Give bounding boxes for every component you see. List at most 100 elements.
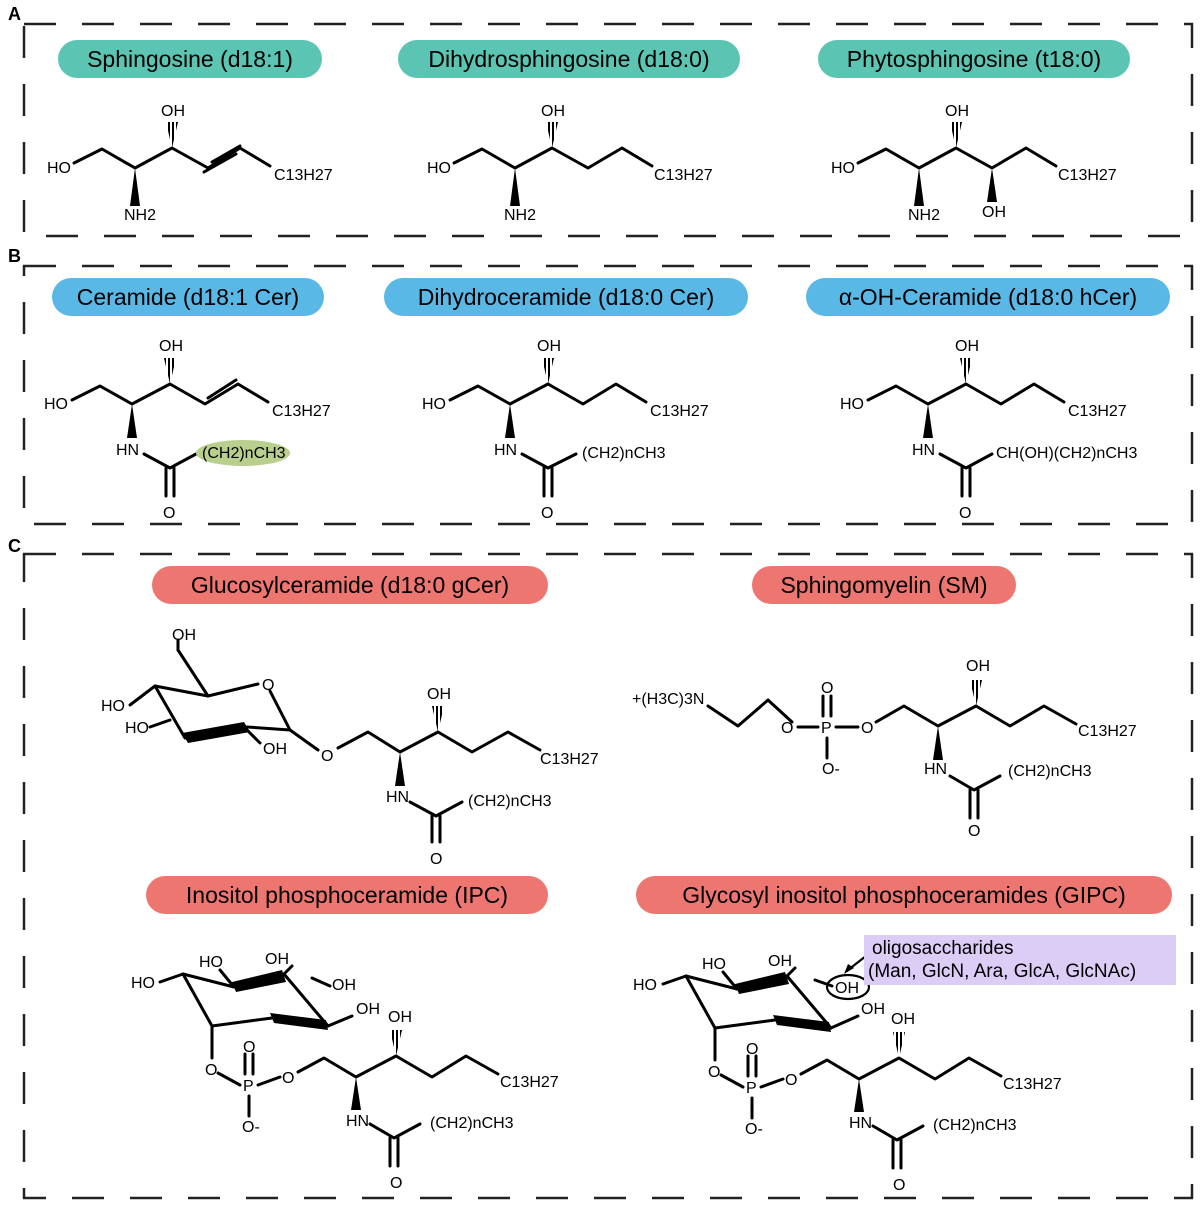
- ho2-label: HO: [199, 954, 223, 971]
- po-label: O: [821, 680, 833, 697]
- pom-label: O-: [822, 761, 840, 778]
- ho1-label: HO: [131, 975, 155, 992]
- oh-label: OH: [966, 658, 990, 675]
- oh-label: OH: [161, 103, 185, 120]
- panel-b-frame: [22, 264, 1194, 526]
- ho-label: HO: [44, 396, 68, 413]
- oh-label: OH: [388, 1009, 412, 1026]
- phosphorus-label: P: [243, 1078, 254, 1095]
- oh-label: OH: [891, 1011, 915, 1028]
- oh-ring-label: OH: [263, 741, 287, 758]
- hn-label: HN: [386, 789, 409, 806]
- chain-label: C13H27: [654, 167, 713, 184]
- o2-label: O: [282, 1070, 294, 1087]
- carbonyl-o-label: O: [541, 505, 553, 522]
- ceramide-structure: Ceramide (d18:1 Cer) HO OH HN O C13H27 (…: [44, 278, 331, 522]
- alpha-oh-ceramide-title: α-OH-Ceramide (d18:0 hCer): [839, 284, 1137, 310]
- gipc-title: Glycosyl inositol phosphoceramides (GIPC…: [682, 882, 1126, 908]
- choline-label: +(H3C)3N: [632, 691, 704, 708]
- dihydroceramide-structure: Dihydroceramide (d18:0 Cer) HO OH HN O C…: [384, 278, 748, 522]
- circled-oh-marker: [825, 973, 871, 1001]
- ipc-structure: Inositol phosphoceramide (IPC) HO HO OH …: [131, 876, 559, 1192]
- chain-label: C13H27: [540, 751, 599, 768]
- ipc-title: Inositol phosphoceramide (IPC): [186, 882, 508, 908]
- sphingosine-structure: Sphingosine (d18:1) HO OH NH2 C13H27: [47, 40, 333, 224]
- oh3-label: OH: [356, 1001, 380, 1018]
- o2-label: O: [785, 1072, 797, 1089]
- hn-label: HN: [494, 442, 517, 459]
- nh2-label: NH2: [124, 207, 156, 224]
- carbonyl-o-label: O: [163, 505, 175, 522]
- panel-label-c: C: [8, 536, 21, 556]
- chain-label: C13H27: [272, 403, 331, 420]
- panel-c-frame: [22, 552, 1194, 1200]
- ho1-label: HO: [633, 977, 657, 994]
- carbonyl-o-label: O: [390, 1175, 402, 1192]
- chain-label: C13H27: [1078, 723, 1137, 740]
- glucosylceramide-title: Glucosylceramide (d18:0 gCer): [191, 572, 509, 598]
- chain-label: C13H27: [500, 1074, 559, 1091]
- phytosphingosine-pill: [818, 40, 1130, 78]
- carbonyl-o-label: O: [430, 851, 442, 868]
- chain-label: C13H27: [1068, 403, 1127, 420]
- phytosphingosine-title: Phytosphingosine (t18:0): [847, 46, 1101, 72]
- acyl-label: CH(OH)(CH2)nCH3: [996, 445, 1137, 462]
- po-label: O: [746, 1041, 758, 1058]
- acyl-label: (CH2)nCH3: [468, 793, 552, 810]
- phosphorus-label: P: [746, 1080, 757, 1097]
- gipc-pill: [636, 876, 1172, 914]
- acyl-label: (CH2)nCH3: [582, 445, 666, 462]
- ho-label: HO: [47, 160, 71, 177]
- ho2-label: HO: [125, 720, 149, 737]
- carbonyl-o-label: O: [959, 505, 971, 522]
- oligosaccharide-note-line1: oligosaccharides: [872, 938, 1014, 959]
- glucosylceramide-structure: Glucosylceramide (d18:0 gCer) OH HO HO O…: [101, 566, 599, 868]
- ceramide-title: Ceramide (d18:1 Cer): [77, 284, 299, 310]
- oligosaccharide-note-box: [864, 935, 1176, 985]
- oh-label: OH: [427, 686, 451, 703]
- ipc-pill: [146, 876, 548, 914]
- o1-label: O: [708, 1064, 720, 1081]
- dihydroceramide-title: Dihydroceramide (d18:0 Cer): [418, 284, 715, 310]
- chain-label: C13H27: [650, 403, 709, 420]
- sphingomyelin-title: Sphingomyelin (SM): [780, 572, 987, 598]
- ho-label: HO: [422, 396, 446, 413]
- o2-label: O: [861, 720, 873, 737]
- ho-label: HO: [840, 396, 864, 413]
- o1-label: O: [205, 1062, 217, 1079]
- acyl-label: (CH2)nCH3: [1008, 763, 1092, 780]
- panel-a-frame: [22, 22, 1194, 238]
- oh1-label: OH: [265, 951, 289, 968]
- acyl-chain-highlight: [196, 440, 290, 466]
- oh2-label: OH: [332, 977, 356, 994]
- ho-label: HO: [427, 160, 451, 177]
- dihydrosphingosine-pill: [398, 40, 740, 78]
- acyl-label: (CH2)nCH3: [933, 1117, 1017, 1134]
- hn-label: HN: [116, 442, 139, 459]
- oh-label: OH: [955, 338, 979, 355]
- phosphorus-label: P: [821, 720, 832, 737]
- panel-label-b: B: [8, 246, 21, 266]
- alpha-oh-ceramide-structure: α-OH-Ceramide (d18:0 hCer) HO OH HN O C1…: [806, 278, 1170, 522]
- dihydrosphingosine-structure: Dihydrosphingosine (d18:0) HO OH NH2 C13…: [398, 40, 740, 224]
- sphingosine-pill: [58, 40, 322, 78]
- glucosylceramide-pill: [152, 566, 548, 604]
- ho-label: HO: [831, 160, 855, 177]
- link-o-label: O: [321, 748, 333, 765]
- o1-label: O: [781, 720, 793, 737]
- ho1-label: HO: [101, 698, 125, 715]
- dihydroceramide-pill: [384, 278, 748, 316]
- acyl-label: (CH2)nCH3: [202, 445, 286, 462]
- carbonyl-o-label: O: [968, 823, 980, 840]
- oh3-label: OH: [861, 1001, 885, 1018]
- sphingomyelin-structure: Sphingomyelin (SM) +(H3C)3N O P O O- O O…: [632, 566, 1137, 840]
- nh2-label: NH2: [908, 207, 940, 224]
- nh2-label: NH2: [504, 207, 536, 224]
- po-label: O: [243, 1039, 255, 1056]
- dihydrosphingosine-title: Dihydrosphingosine (d18:0): [428, 46, 709, 72]
- hn-label: HN: [346, 1113, 369, 1130]
- phytosphingosine-structure: Phytosphingosine (t18:0) HO OH NH2 OH C1…: [818, 40, 1130, 224]
- acyl-label: (CH2)nCH3: [430, 1115, 514, 1132]
- panel-label-a: A: [8, 4, 21, 24]
- oh2-label: OH: [982, 204, 1006, 221]
